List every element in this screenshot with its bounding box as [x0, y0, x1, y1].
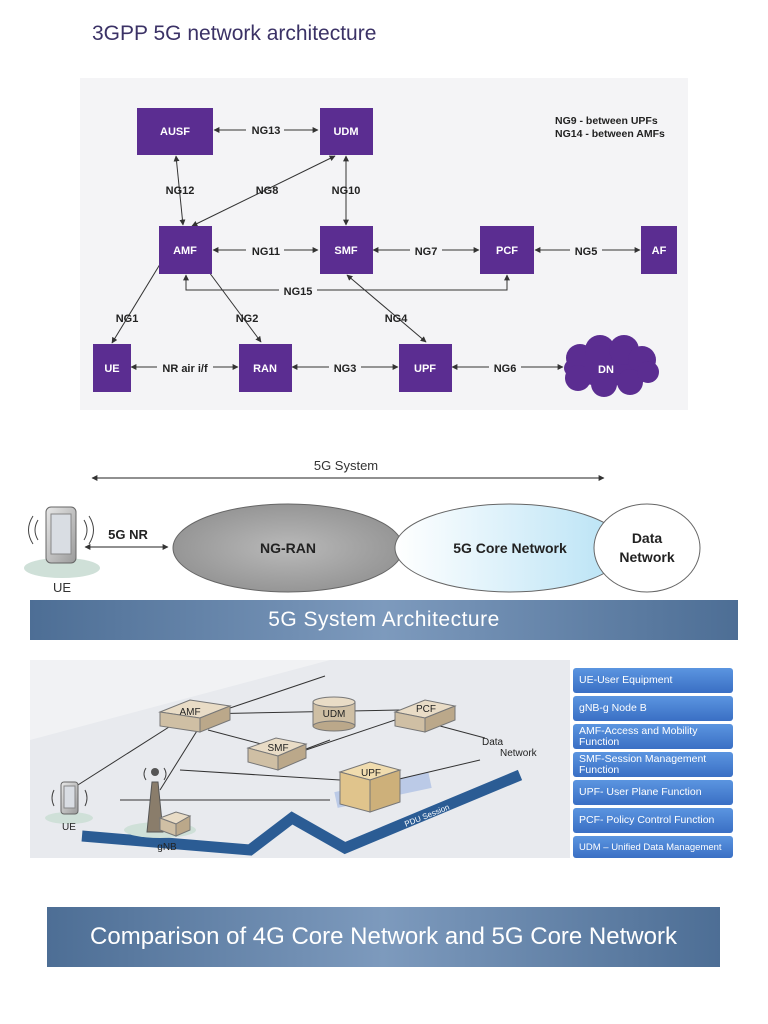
pcf-device: [393, 699, 457, 733]
system-label: 5G System: [314, 458, 378, 473]
note-ng14: NG14 - between AMFs: [555, 128, 665, 140]
ng2-link: [205, 267, 262, 343]
dn-cloud: [564, 335, 659, 397]
ue-label-2: UE: [53, 580, 71, 595]
ausf-label: AUSF: [160, 126, 190, 138]
ng15-link: [183, 274, 510, 291]
pcf-device-label: PCF: [416, 704, 436, 715]
ng6-label: NG6: [494, 363, 517, 375]
gnb-label: gNB: [157, 842, 177, 853]
ng1-label: NG1: [116, 313, 139, 325]
legend-item-amf: AMF-Access and Mobility Function: [573, 724, 733, 749]
data-network-label-2: Network: [619, 549, 674, 565]
smf-node: [320, 226, 373, 274]
ng5-label: NG5: [575, 246, 598, 258]
nr-air-label: NR air i/f: [162, 363, 208, 375]
ng4-label: NG4: [385, 313, 409, 325]
ue-label: UE: [104, 363, 119, 375]
af-label: AF: [652, 245, 667, 257]
smf-label: SMF: [334, 245, 358, 257]
nr-label: 5G NR: [108, 527, 148, 542]
legend-item-ue: UE-User Equipment: [573, 668, 733, 693]
legend-item-upf: UPF- User Plane Function: [573, 780, 733, 805]
amf-node: [159, 226, 212, 274]
ng8-label: NG8: [256, 185, 279, 197]
diagram3-links: [69, 675, 486, 801]
legend-item-pcf: PCF- Policy Control Function: [573, 808, 733, 833]
ue-small-phone-icon: [45, 781, 93, 824]
data-network-small-label-1: Data: [482, 737, 504, 748]
pcf-label: PCF: [496, 245, 518, 257]
legend-item-udm: UDM – Unified Data Management: [573, 836, 733, 858]
upf-node: [399, 344, 452, 392]
ng-ran-label: NG-RAN: [260, 540, 316, 556]
ue-phone-icon: [24, 506, 100, 578]
gnb-tower-icon: [124, 767, 196, 838]
diagram2: 5G System UE 5G NR NG-RAN 5G Core Networ…: [24, 458, 701, 595]
smf-device: [246, 737, 308, 771]
data-network-label-1: Data: [632, 530, 663, 546]
upf-label: UPF: [414, 363, 436, 375]
diagram1: NG13 NG12 NG8 NG10 NG11 NG7 NG5 NG15 NG1…: [80, 78, 688, 410]
page-title: 3GPP 5G network architecture: [92, 22, 377, 45]
ng3-label: NG3: [334, 363, 357, 375]
udm-database-icon: [312, 696, 356, 732]
amf-device: [158, 699, 232, 733]
ng12-link: [173, 155, 186, 226]
ran-label: RAN: [253, 363, 277, 375]
ng13-label: NG13: [252, 125, 281, 137]
ng4-link: [346, 274, 427, 343]
legend-item-gnb: gNB-g Node B: [573, 696, 733, 721]
ng10-label: NG10: [332, 185, 361, 197]
data-network-ellipse: [593, 503, 701, 593]
ng2-label: NG2: [236, 313, 259, 325]
core-network-label: 5G Core Network: [453, 540, 567, 556]
ue-small-label: UE: [62, 822, 76, 833]
ng11-label: NG11: [252, 246, 280, 258]
ausf-node: [137, 108, 213, 155]
ng1-link: [111, 255, 166, 344]
amf-device-label: AMF: [179, 707, 200, 718]
note-ng9: NG9 - between UPFs: [555, 115, 658, 127]
upf-device-label: UPF: [361, 768, 381, 779]
diagram3: PDU Session AMF UDM: [30, 660, 570, 858]
smf-device-label: SMF: [267, 743, 288, 754]
ng7-label: NG7: [415, 246, 438, 258]
ng12-label: NG12: [166, 185, 195, 197]
af-node: [641, 226, 677, 274]
legend-item-smf: SMF-Session Management Function: [573, 752, 733, 777]
udm-device-label: UDM: [323, 709, 346, 720]
ng15-label: NG15: [284, 286, 313, 298]
amf-label: AMF: [173, 245, 197, 257]
upf-device: [338, 761, 402, 813]
udm-label: UDM: [333, 126, 358, 138]
system-architecture-banner: 5G System Architecture: [30, 600, 738, 640]
ue-node: [93, 344, 131, 392]
pcf-node: [480, 226, 534, 274]
dn-label: DN: [598, 364, 614, 376]
ng8-link: [191, 155, 336, 227]
udm-node: [320, 108, 373, 155]
comparison-banner: Comparison of 4G Core Network and 5G Cor…: [47, 907, 720, 967]
transport-pipe: [81, 769, 523, 856]
data-network-small-label-2: Network: [500, 748, 538, 759]
ran-node: [239, 344, 292, 392]
